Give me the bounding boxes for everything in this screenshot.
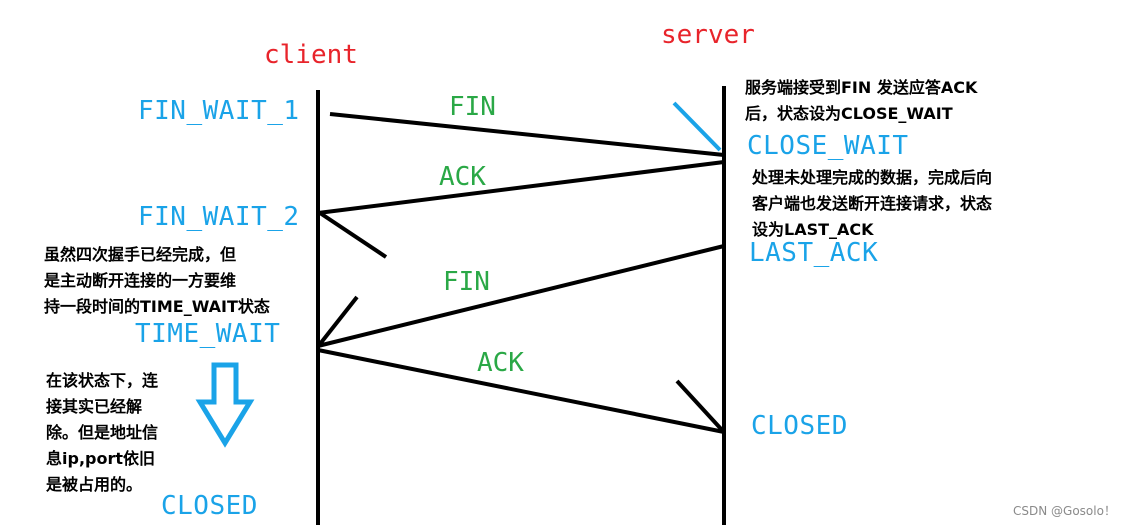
- client-header: client: [264, 40, 358, 70]
- state-close-wait: CLOSE_WAIT: [747, 131, 909, 161]
- state-server-closed: CLOSED: [751, 411, 848, 441]
- watermark: CSDN @Gosolo！: [1013, 504, 1116, 518]
- note-server-close-wait: 服务端接受到FIN 发送应答ACK 后，状态设为CLOSE_WAIT: [745, 78, 978, 123]
- server-header: server: [661, 20, 755, 50]
- label-fin-2: FIN: [443, 267, 490, 297]
- fin1-arrow-line: [329, 112, 725, 157]
- fin2-arrow-line: [317, 244, 725, 348]
- note-server-last-ack: 处理未处理完成的数据，完成后向 客户端也发送断开连接请求，状态 设为LAST_A…: [752, 168, 993, 239]
- fin2-arrowhead: [318, 295, 359, 346]
- down-arrow-icon: [195, 362, 255, 448]
- note-client-closed: 在该状态下，连 接其实已经解 除。但是地址信 息ip,port依旧 是被占用的。: [46, 371, 159, 494]
- fin1-arrowhead: [672, 101, 722, 152]
- state-time-wait: TIME_WAIT: [135, 319, 281, 349]
- ack1-arrowhead: [318, 211, 388, 259]
- state-last-ack: LAST_ACK: [749, 238, 879, 268]
- label-fin-1: FIN: [449, 92, 496, 122]
- note-client-time-wait: 虽然四次握手已经完成，但 是主动断开连接的一方要维 持一段时间的TIME_WAI…: [44, 245, 270, 316]
- label-ack-2: ACK: [477, 348, 524, 378]
- state-fin-wait-2: FIN_WAIT_2: [138, 202, 300, 232]
- state-fin-wait-1: FIN_WAIT_1: [138, 96, 300, 126]
- ack1-arrow-line: [317, 160, 725, 215]
- ack2-arrow-line: [317, 348, 725, 434]
- state-client-closed: CLOSED: [161, 491, 258, 521]
- ack2-arrowhead: [675, 379, 724, 432]
- label-ack-1: ACK: [439, 162, 486, 192]
